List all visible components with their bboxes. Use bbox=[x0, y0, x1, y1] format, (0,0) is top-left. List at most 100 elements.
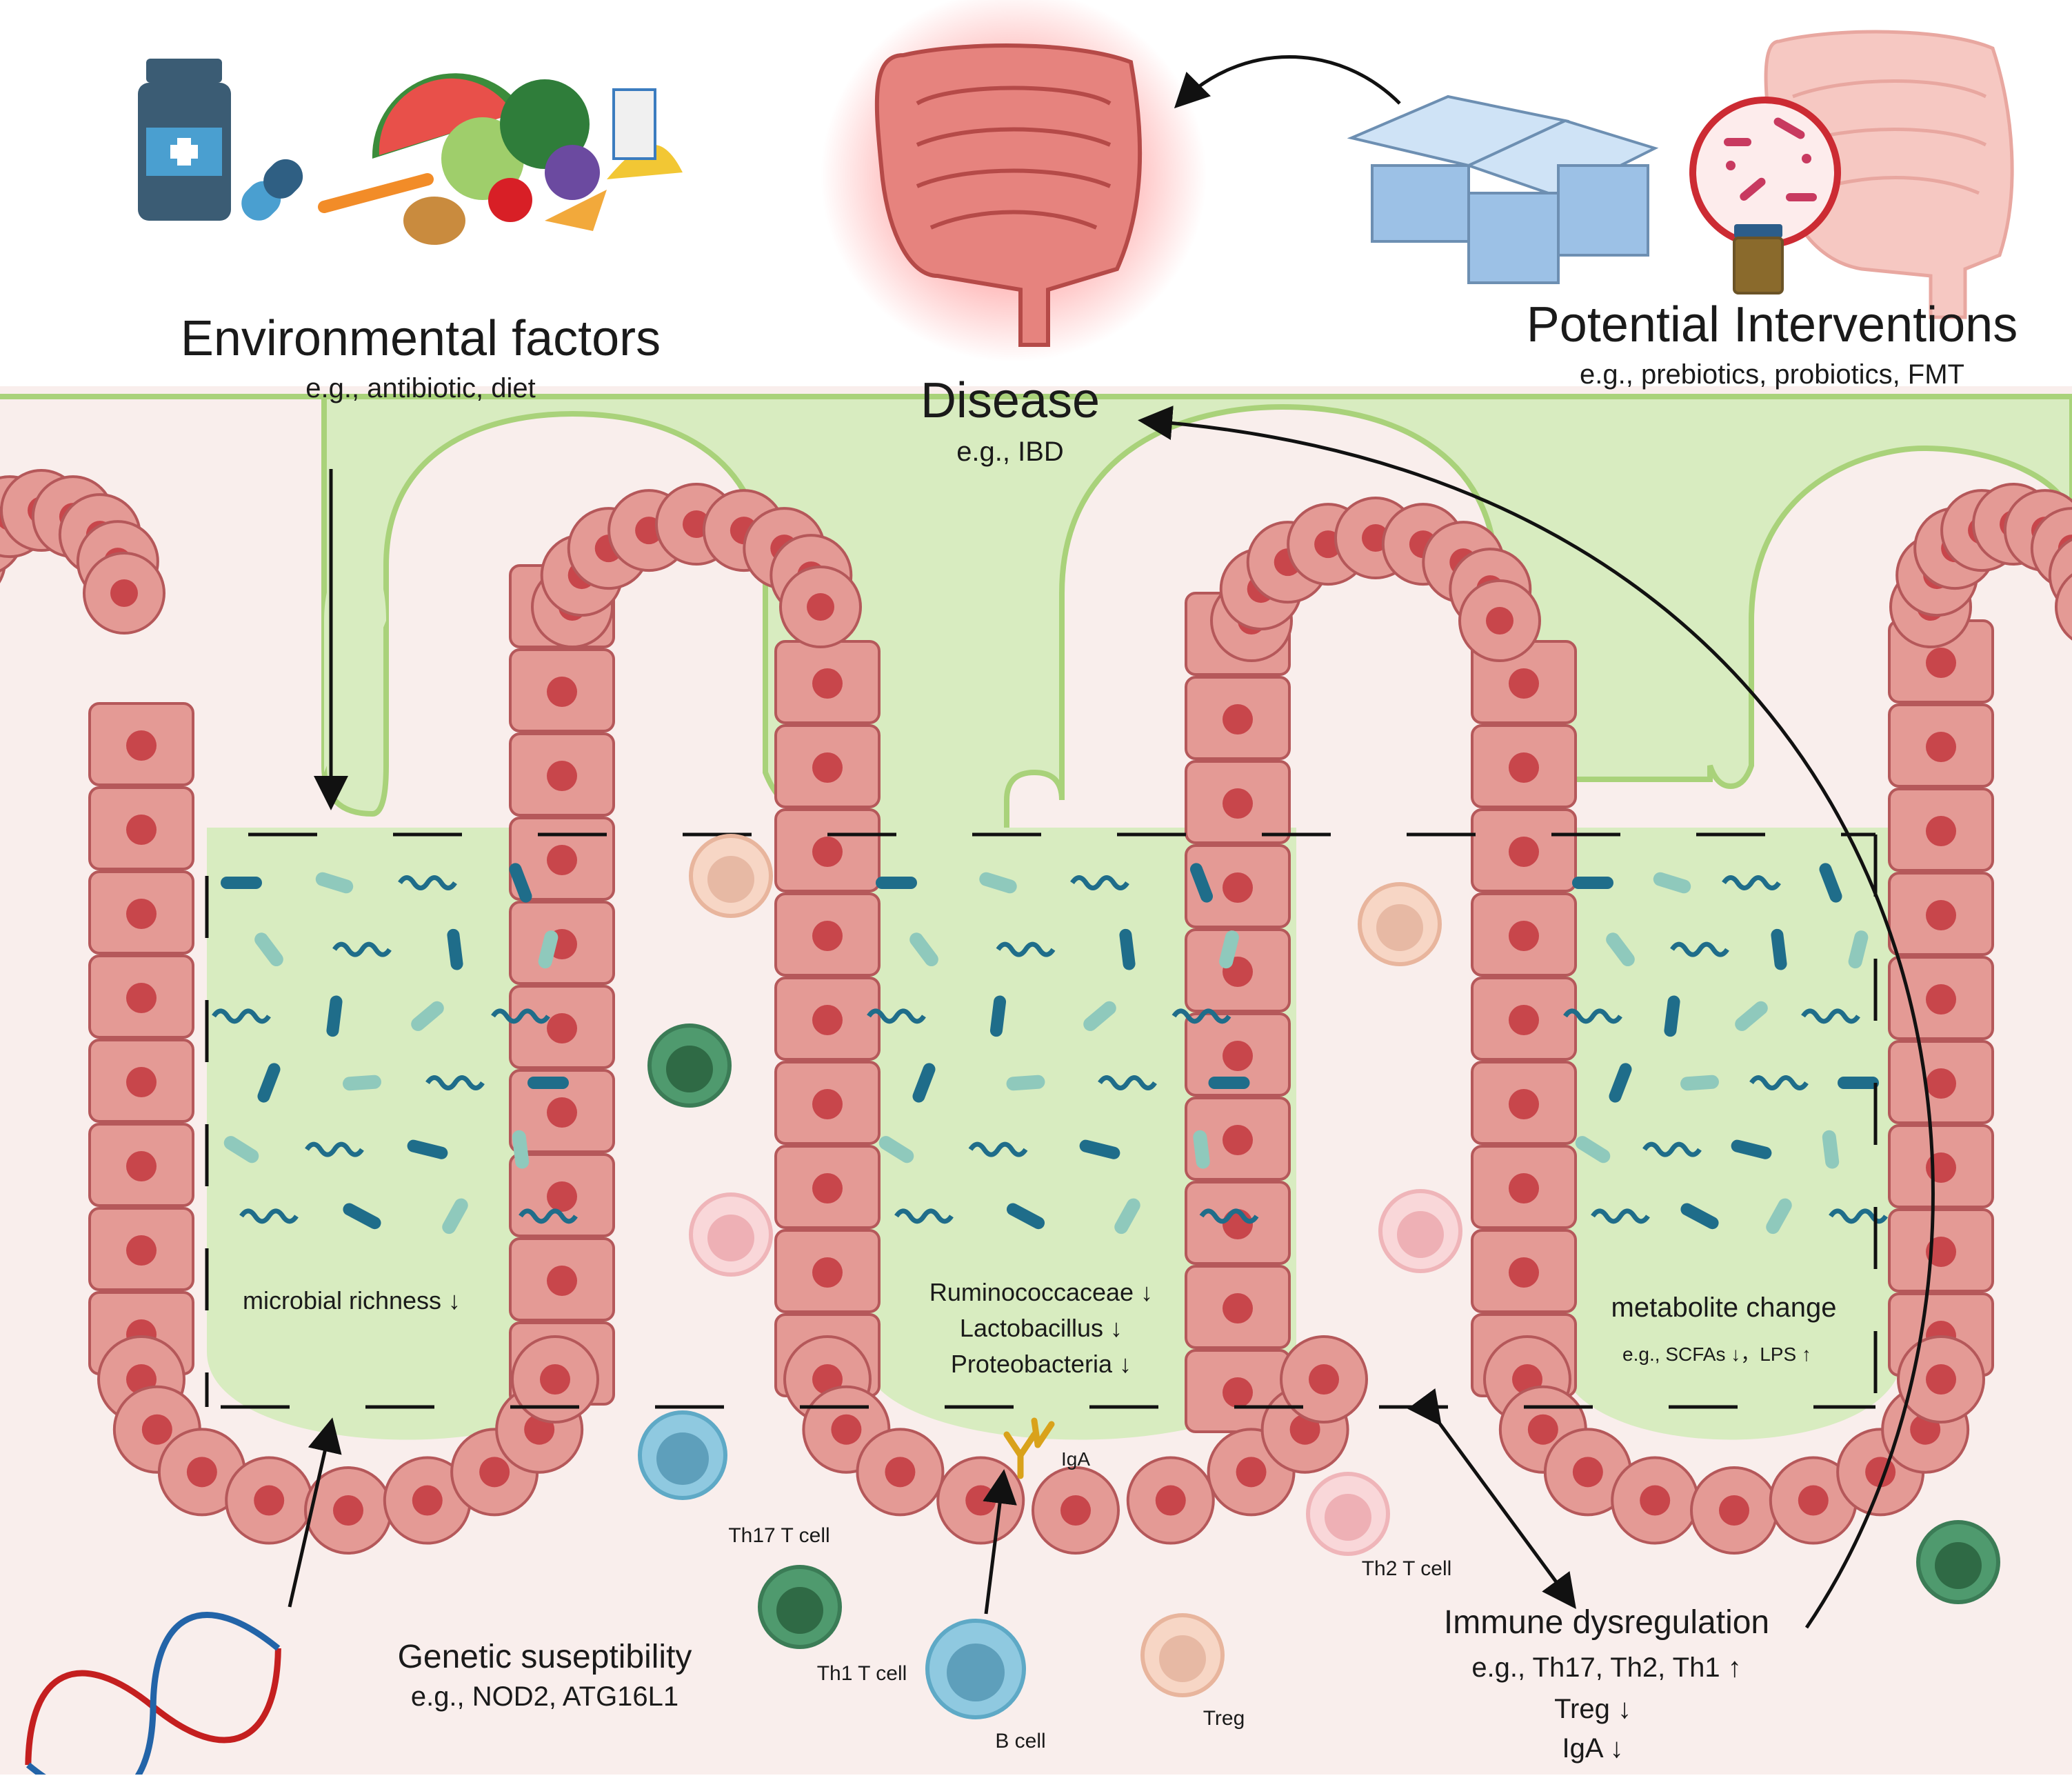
bacterium bbox=[1070, 875, 1129, 890]
epithelial-cell bbox=[1888, 1124, 1994, 1208]
arrows bbox=[288, 55, 1935, 1629]
epithelial-cell bbox=[1185, 1012, 1291, 1097]
epithelial-cell bbox=[1888, 1208, 1994, 1292]
bacterium bbox=[491, 1008, 550, 1024]
epithelial-cell bbox=[774, 892, 881, 977]
epithelial-cell bbox=[774, 1145, 881, 1229]
epithelial-cell bbox=[1471, 892, 1577, 977]
b-cell-label: B cell bbox=[995, 1730, 1046, 1752]
bacterium bbox=[1680, 1075, 1719, 1091]
epithelial-cell bbox=[1888, 788, 1994, 872]
bacterium bbox=[1575, 1136, 1611, 1163]
epithelial-cell bbox=[1458, 579, 1541, 662]
bacterium bbox=[332, 941, 392, 957]
bacterium bbox=[1114, 1198, 1140, 1235]
bacterium bbox=[326, 995, 343, 1037]
bacterium bbox=[878, 1136, 914, 1163]
bacterium bbox=[1171, 1008, 1231, 1024]
epithelial-cell bbox=[88, 870, 194, 955]
epithelial-cell bbox=[1611, 1456, 1700, 1545]
bacterium bbox=[1119, 928, 1136, 970]
epithelial-cell bbox=[774, 1061, 881, 1145]
epithelial-cell bbox=[1471, 1061, 1577, 1145]
bacterium bbox=[1664, 995, 1680, 1037]
bacterium bbox=[876, 877, 917, 889]
epithelial-cell bbox=[88, 1039, 194, 1123]
th17-cell bbox=[638, 1410, 727, 1500]
th17-cell-label: Th17 T cell bbox=[728, 1524, 830, 1547]
bacterium bbox=[1749, 1075, 1809, 1090]
taxa-line-3: Proteobacteria ↓ bbox=[950, 1350, 1132, 1378]
epithelial-cell bbox=[1185, 676, 1291, 760]
epithelial-cell bbox=[509, 1069, 615, 1153]
bacterium bbox=[996, 941, 1056, 957]
bacterium bbox=[1642, 1141, 1702, 1157]
immune-cells bbox=[638, 834, 2000, 1719]
th2-cell-label: Th2 T cell bbox=[1361, 1557, 1452, 1580]
potential-interventions-subtitle: e.g., prebiotics, probiotics, FMT bbox=[1580, 359, 1964, 390]
bacterium bbox=[223, 1136, 259, 1163]
bacterium bbox=[512, 1130, 530, 1169]
villus-left-lumen bbox=[324, 553, 386, 772]
epithelial-cell bbox=[509, 648, 615, 732]
bacterium bbox=[968, 1141, 1028, 1157]
epithelial-cell bbox=[1471, 977, 1577, 1061]
epithelial-cell bbox=[225, 1456, 314, 1545]
epithelial-cell bbox=[1185, 928, 1291, 1012]
arrow-b-cell-to-iga bbox=[983, 1469, 1017, 1615]
pill-capsule-icon bbox=[241, 159, 303, 221]
taxa-line-2: Lactobacillus ↓ bbox=[959, 1314, 1123, 1342]
epithelial-cell bbox=[509, 732, 615, 817]
bacterium bbox=[305, 1141, 364, 1157]
th1-cell-label: Th1 T cell bbox=[816, 1662, 907, 1685]
bacterium bbox=[912, 1063, 936, 1103]
iga-antibody-icon bbox=[1003, 1417, 1055, 1479]
bacterium bbox=[538, 930, 559, 969]
inflamed-colon-icon bbox=[821, 0, 1207, 362]
bacterium bbox=[1208, 1077, 1250, 1089]
bacterium bbox=[1189, 863, 1214, 903]
bacterium bbox=[989, 995, 1007, 1037]
epithelial-cell bbox=[856, 1428, 945, 1517]
bacterium bbox=[1083, 1001, 1116, 1031]
bacterium bbox=[1731, 1139, 1772, 1159]
epithelial-cell bbox=[1185, 1181, 1291, 1265]
bacterium bbox=[527, 1077, 569, 1089]
epithelial-cell bbox=[88, 955, 194, 1039]
bacterium bbox=[894, 1208, 954, 1224]
bacterium bbox=[509, 863, 532, 903]
epithelial-cell bbox=[1032, 1466, 1120, 1555]
epithelial-cell bbox=[1690, 1466, 1778, 1555]
epithelial-cell bbox=[936, 1456, 1025, 1545]
microbes-layer bbox=[212, 863, 1888, 1235]
treg-cell-upper-right bbox=[1358, 882, 1442, 966]
bacterium bbox=[1079, 1139, 1120, 1159]
bacterium bbox=[447, 928, 463, 970]
dna-helix-icon bbox=[25, 1612, 281, 1778]
bacterium bbox=[315, 872, 354, 894]
bacterium bbox=[1219, 930, 1239, 969]
bacterium bbox=[979, 872, 1017, 894]
healthy-colon-icon bbox=[1764, 30, 2014, 319]
bacterium bbox=[425, 1075, 485, 1090]
metabolite-change-subtitle: e.g., SCFAs ↓，LPS ↑ bbox=[1622, 1344, 1811, 1365]
epithelial-cell bbox=[783, 1335, 872, 1424]
bacterium bbox=[1006, 1075, 1045, 1091]
bacterium bbox=[257, 1063, 281, 1103]
medicine-bottle-icon bbox=[138, 59, 231, 221]
disease-title: Disease bbox=[920, 373, 1100, 428]
epithelial-cell bbox=[1888, 872, 1994, 956]
bacterium bbox=[1766, 1198, 1792, 1235]
th2-cell-bottom bbox=[1306, 1472, 1390, 1556]
immune-line-3: IgA ↓ bbox=[1562, 1733, 1624, 1764]
bacterium bbox=[1771, 928, 1787, 970]
bacterium bbox=[1193, 1130, 1210, 1169]
epithelial-cell bbox=[88, 1207, 194, 1291]
microbiome-circle-icon bbox=[1689, 97, 1841, 248]
bacterium bbox=[239, 1208, 299, 1224]
b-cell bbox=[925, 1619, 1026, 1719]
genetic-susceptibility-title: Genetic suseptibility bbox=[397, 1639, 692, 1675]
epithelial-cell bbox=[2055, 573, 2072, 641]
intestinal-lumen bbox=[0, 394, 2072, 965]
